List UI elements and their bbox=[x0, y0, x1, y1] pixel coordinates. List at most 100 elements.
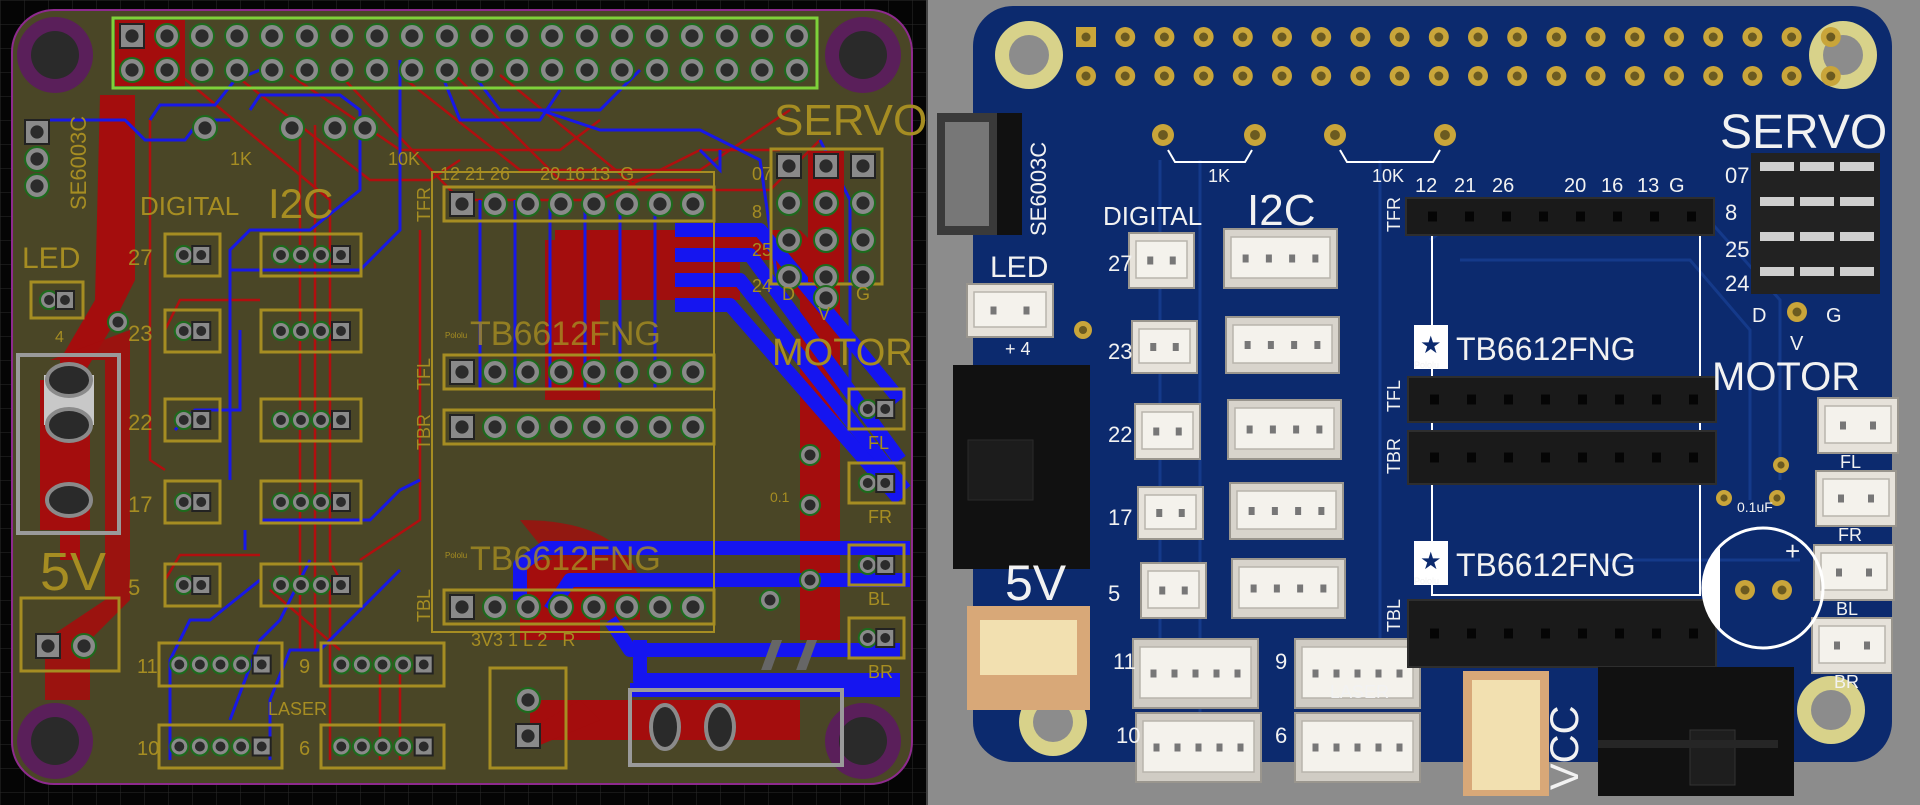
digital-connector bbox=[163, 479, 222, 525]
digital-pin-label: 5 bbox=[128, 575, 140, 600]
pcb-3d-view[interactable]: ★★ SE6003C LED + 4 5V DIGITAL I2C 1K 10K… bbox=[761, 0, 1920, 805]
pad-hole bbox=[510, 63, 524, 77]
mounting-hole-3d-drill bbox=[1811, 690, 1851, 730]
switch-2-pad bbox=[704, 703, 736, 751]
pad-hole bbox=[256, 659, 267, 670]
driver-pin bbox=[449, 191, 475, 217]
pad-hole bbox=[196, 497, 207, 507]
mounting-hole-drill bbox=[839, 31, 887, 79]
pad-hole bbox=[650, 63, 664, 77]
connector-pin-3d bbox=[1175, 427, 1182, 436]
servo-col-label-3d: G bbox=[1826, 305, 1842, 327]
switch-2-3d-edge bbox=[1598, 740, 1778, 748]
label-led-pin-3d: + 4 bbox=[1005, 339, 1031, 359]
connector-pin-3d bbox=[1242, 254, 1249, 263]
pad-hole bbox=[650, 29, 664, 43]
pad-hole bbox=[215, 741, 226, 752]
pad-hole bbox=[686, 365, 700, 379]
label-pololu-1: Pololu bbox=[445, 331, 467, 340]
pad-hole bbox=[178, 580, 189, 590]
pad-hole bbox=[160, 63, 174, 77]
pad-hole bbox=[60, 295, 70, 305]
servo-pin-3d bbox=[1840, 197, 1874, 206]
laser-connector bbox=[319, 641, 446, 688]
servo-pin-label-3d: 07 bbox=[1725, 163, 1749, 188]
digital-connector bbox=[163, 232, 222, 278]
digital-connector bbox=[163, 562, 222, 608]
female-header-3d-slot bbox=[1652, 394, 1661, 405]
connector-pin-3d bbox=[1870, 421, 1876, 430]
servo-col-label: G bbox=[856, 284, 870, 304]
pad-hole bbox=[178, 250, 189, 260]
pad-hole bbox=[755, 63, 769, 77]
gpio-pin-3d-hole bbox=[1473, 32, 1483, 42]
gpio-pin-3d-hole bbox=[1238, 71, 1248, 81]
female-header-3d-slot bbox=[1504, 394, 1513, 405]
pad-hole bbox=[653, 420, 667, 434]
gpio-pin-3d-hole bbox=[1238, 32, 1248, 42]
pad-hole bbox=[300, 29, 314, 43]
pad-hole bbox=[587, 600, 601, 614]
gpio-pin-3d-hole bbox=[1591, 71, 1601, 81]
pad-hole bbox=[196, 415, 207, 425]
switch-pad bbox=[45, 362, 93, 398]
switch-2-outline bbox=[628, 688, 844, 767]
female-header-3d-slot bbox=[1504, 452, 1513, 463]
pad-hole bbox=[685, 63, 699, 77]
pad-hole bbox=[475, 63, 489, 77]
pad-hole bbox=[804, 499, 816, 511]
female-header-3d-slot bbox=[1615, 394, 1624, 405]
pad-hole bbox=[398, 741, 409, 752]
gpio-pin-3d-hole bbox=[1708, 32, 1718, 42]
label-led-pin: 4 bbox=[55, 329, 64, 346]
pad-hole bbox=[30, 152, 44, 166]
power-switch-3d-knob bbox=[967, 439, 1034, 501]
servo-v-pad-3d-hole bbox=[1792, 307, 1802, 317]
switch-2-3d-knob bbox=[1689, 729, 1736, 786]
female-header-3d-slot bbox=[1504, 628, 1513, 639]
pad-hole bbox=[41, 639, 55, 653]
pad-hole bbox=[236, 741, 247, 752]
gpio-pin-3d-hole bbox=[1120, 71, 1130, 81]
vcc-connector-3d-face bbox=[1472, 680, 1540, 790]
mounting-hole-3d-drill bbox=[1009, 35, 1049, 75]
pad-hole bbox=[856, 233, 870, 247]
pad-hole bbox=[194, 659, 205, 670]
pad-hole bbox=[653, 197, 667, 211]
pad-hole bbox=[620, 197, 634, 211]
gpio-pin-3d-hole bbox=[1630, 32, 1640, 42]
digital-pin-label: 27 bbox=[128, 245, 152, 270]
pcb-layout-view[interactable]: SE6003C LED 4 5V DIGITAL I2C 1K 10K 12 2… bbox=[0, 0, 927, 805]
pad-hole bbox=[545, 29, 559, 43]
resistor-pad-3d-hole bbox=[1440, 130, 1450, 140]
pad-hole bbox=[125, 29, 139, 43]
pad-hole bbox=[296, 326, 306, 336]
pad-hole bbox=[620, 420, 634, 434]
gpio-pin-3d-hole bbox=[1395, 32, 1405, 42]
connector-pin-3d bbox=[1316, 425, 1323, 434]
digital-connector-3d-cavity bbox=[1147, 570, 1200, 609]
pad-hole bbox=[296, 497, 306, 507]
connector-pin-3d bbox=[1868, 494, 1874, 503]
female-header-3d-slot bbox=[1539, 211, 1548, 222]
servo-col-label: D bbox=[782, 284, 795, 304]
connector-pin-3d bbox=[1153, 427, 1160, 436]
female-header-3d bbox=[1405, 197, 1715, 236]
pad-hole bbox=[819, 159, 833, 173]
servo-col-label: V bbox=[818, 304, 830, 324]
pad-hole bbox=[521, 600, 535, 614]
pad-hole bbox=[488, 420, 502, 434]
i2c-connector bbox=[259, 479, 363, 525]
connector-pin-3d bbox=[1836, 568, 1842, 577]
laser-pin-label: 11 bbox=[137, 656, 158, 678]
connector-pin-3d bbox=[1289, 254, 1296, 263]
connector-pin-3d bbox=[1156, 509, 1163, 517]
pad-hole bbox=[44, 295, 54, 305]
pad-hole bbox=[554, 197, 568, 211]
digital-pin-label-3d: 17 bbox=[1108, 505, 1132, 530]
connector-pin-3d bbox=[1250, 584, 1257, 593]
pad-hole bbox=[160, 29, 174, 43]
motor-connector bbox=[847, 461, 906, 505]
label-led: LED bbox=[22, 242, 80, 275]
